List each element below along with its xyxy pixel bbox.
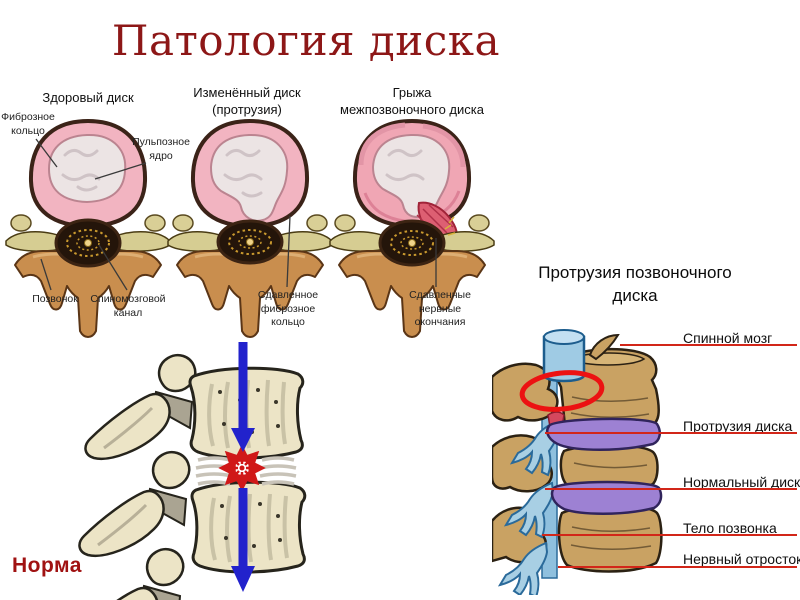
compressed-annulus-label: Сдавленное фиброзное кольцо (257, 289, 319, 329)
figure-spine-protrusion (492, 329, 663, 595)
label-nerve-process: Нервный отросток (683, 551, 800, 567)
heading-protruded-disc: Изменённый диск (протрузия) (193, 85, 301, 117)
label-normal-disc: Нормальный диск (683, 474, 800, 490)
compressed-nerves-label: Сдавленные нервные окончания (409, 289, 471, 329)
annulus-label: Фиброзное кольцо (1, 111, 55, 137)
spinal-canal-label: Спиномозговой канал (90, 293, 166, 319)
pointer-line-spinal-cord (620, 344, 797, 346)
norma-caption: Норма (12, 554, 82, 577)
heading-herniated-disc: Грыжа межпозвоночного диска (340, 85, 484, 117)
pointer-line-disc-protrusion (545, 432, 797, 434)
pointer-line-nerve-process (558, 566, 797, 568)
figure-spine-norm (71, 342, 307, 600)
label-vertebral-body: Тело позвонка (683, 520, 777, 536)
right-panel-title: Протрузия позвоночного диска (538, 263, 732, 305)
heading-healthy-disc: Здоровый диск (42, 90, 134, 105)
label-spinal-cord: Спинной мозг (683, 330, 773, 346)
vertebra-label: Позвонок (32, 293, 78, 305)
page-title: Патология диска (111, 16, 501, 65)
pointer-line-normal-disc (545, 488, 797, 490)
label-disc-protrusion: Протрузия диска (683, 418, 793, 434)
nucleus-label: Пульпозное ядро (132, 136, 190, 162)
figure-herniated-disc (329, 118, 495, 338)
pointer-line-vertebral-body (542, 534, 797, 536)
